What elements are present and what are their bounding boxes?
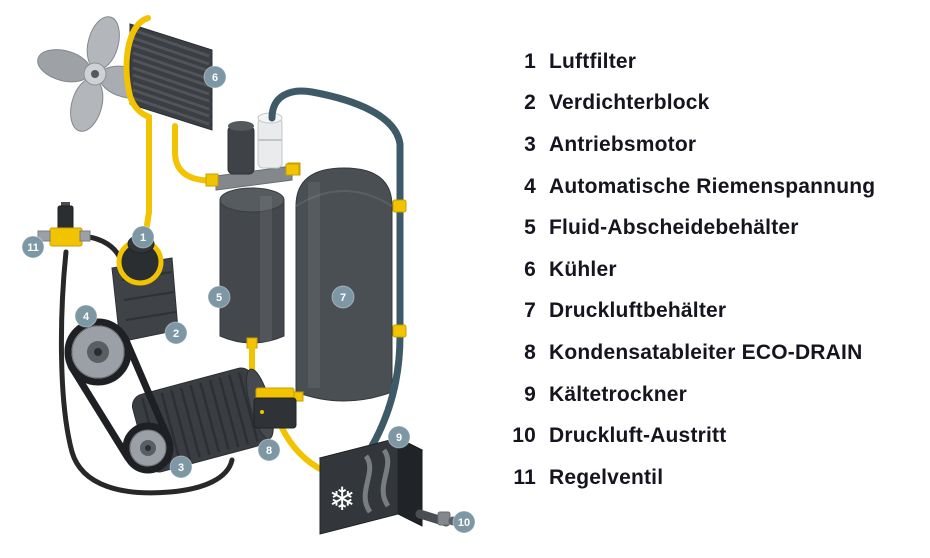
legend-item: 7 Druckluftbehälter [506,291,875,333]
svg-text:7: 7 [340,292,346,304]
legend-item-number: 6 [524,257,536,281]
legend-item: 6 Kühler [506,249,875,291]
legend-item: 9 Kältetrockner [506,374,875,416]
badge-5: 5 [207,285,231,309]
airflow-wave [380,448,391,508]
legend-item-number: 3 [524,132,536,156]
badge-10: 10 [452,510,476,534]
yellow-pipe-cooler-to-compressor [123,15,152,241]
belt-drive [64,318,174,474]
legend-item-number: 5 [524,216,536,240]
legend-item-number: 10 [512,424,536,448]
compressor-system-diagram: ❄ 1 2 3 4 5 6 7 [21,15,476,535]
svg-text:11: 11 [27,242,39,254]
legend-item-label: Druckluft-Austritt [549,424,727,448]
legend-item: 3 Antriebsmotor [506,124,875,166]
legend-item-label: Kühler [549,257,617,281]
legend-item: 8 Kondensatableiter ECO-DRAIN [506,332,875,374]
svg-text:5: 5 [216,292,222,304]
svg-text:2: 2 [173,328,179,340]
legend-item: 11 Regelventil [506,457,875,499]
legend-item-label: Verdichterblock [549,91,710,115]
legend-item: 2 Verdichterblock [506,83,875,125]
badge-2: 2 [164,321,188,345]
badge-11: 11 [21,235,45,259]
legend-item-number: 2 [524,91,536,115]
legend-item: 1 Luftfilter [506,41,875,83]
badge-1: 1 [131,225,155,249]
svg-text:4: 4 [83,311,90,323]
legend-item-label: Druckluftbehälter [549,299,727,323]
legend-item-label: Luftfilter [549,49,637,73]
refrigeration-dryer: ❄ [318,437,424,535]
legend-item-label: Regelventil [549,465,664,489]
svg-text:10: 10 [458,517,470,529]
legend-item-number: 7 [524,299,536,323]
legend-item-label: Kondensatableiter ECO-DRAIN [549,340,863,364]
badge-9: 9 [387,425,411,449]
legend-item: 5 Fluid-Abscheidebehälter [506,207,875,249]
yellow-elbow-tank-upper [392,199,407,213]
badge-7: 7 [331,285,355,309]
svg-text:9: 9 [396,432,402,444]
legend-item-label: Fluid-Abscheidebehälter [549,216,799,240]
black-hose [58,249,235,496]
eco-drain [253,387,304,429]
yellow-pipe-cooler-to-filter [172,123,219,185]
legend-item-number: 11 [513,465,536,489]
teal-pipe [268,87,404,450]
control-valve [37,202,91,247]
airflow-wave [362,454,373,514]
badge-3: 3 [169,455,193,479]
air-outlet [415,509,458,527]
svg-text:1: 1 [140,232,146,244]
yellow-elbow-tank-lower [392,324,407,338]
svg-text:6: 6 [212,72,218,84]
legend-item-number: 4 [524,174,536,198]
legend: 1 Luftfilter 2 Verdichterblock 3 Antrieb… [506,41,875,499]
yellow-pipe-ecodrain-to-dryer [279,425,327,474]
legend-item-number: 1 [524,49,536,73]
badge-6: 6 [203,65,227,89]
badge-4: 4 [74,304,98,328]
badge-8: 8 [257,438,281,462]
legend-item-label: Automatische Riemenspannung [549,174,876,198]
legend-item-number: 9 [524,382,536,406]
legend-item: 10 Druckluft-Austritt [506,415,875,457]
air-tank [285,163,393,402]
fluid-separator-tank [219,187,285,349]
system-diagram-svg: ❄ 1 2 3 4 5 6 7 [21,15,476,535]
air-filter-assembly [205,112,301,191]
legend-item-number: 8 [524,340,536,364]
legend-item-label: Kältetrockner [549,382,687,406]
cooler [129,23,213,131]
svg-text:8: 8 [266,445,272,457]
legend-item-label: Antriebsmotor [549,132,697,156]
snowflake-icon: ❄ [329,480,356,518]
svg-text:3: 3 [178,462,184,474]
legend-item: 4 Automatische Riemenspannung [506,166,875,208]
